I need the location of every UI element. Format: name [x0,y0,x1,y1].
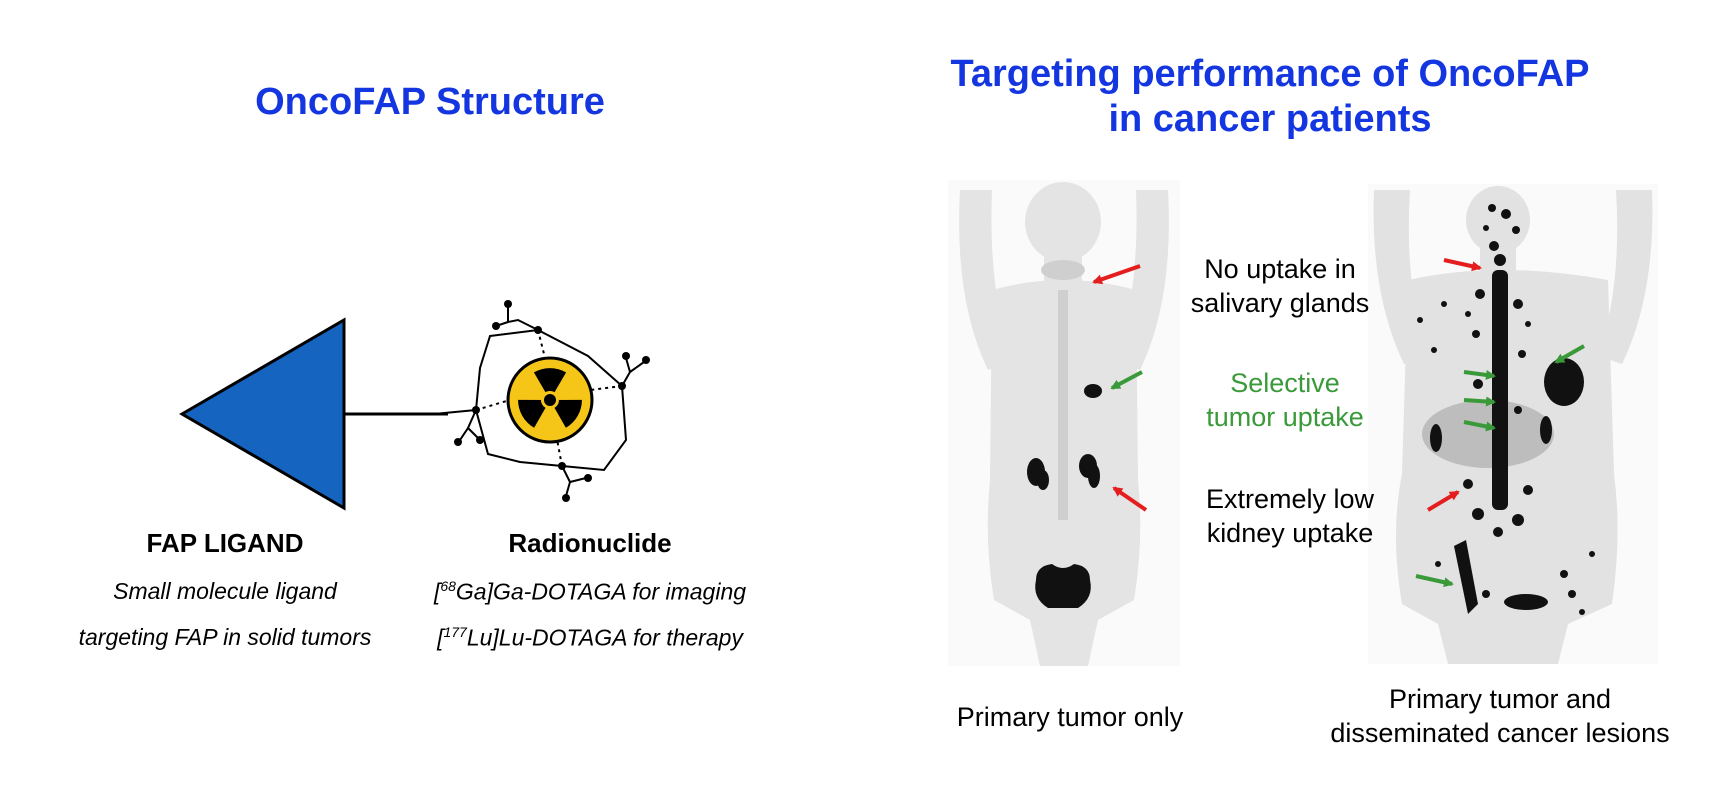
annotation-kidney-line1: Extremely low [1205,484,1375,514]
caption-disseminated: Primary tumor and disseminated cancer le… [1300,682,1700,750]
dotaga-chelator-ring [474,328,628,472]
green-arrow-tumor-4 [1463,396,1496,407]
targeting-title: Targeting performance of OncoFAP in canc… [900,52,1640,142]
red-arrow-kidney-2 [1426,490,1460,512]
red-arrow-kidney-1 [1112,486,1148,512]
caption-disseminated-line2: disseminated cancer lesions [1330,718,1670,748]
radionuclide-therapy-line: [177Lu]Lu-DOTAGA for therapy [437,624,743,651]
caption-primary-tumor: Primary tumor only [956,702,1184,732]
radionuclide-heading: Radionuclide [508,528,672,558]
radiation-icon [506,356,594,444]
ligand-desc-line1: Small molecule ligand [113,578,337,604]
pet-scan-primary-tumor [948,180,1180,666]
annotation-tumor-line2: tumor uptake [1206,402,1364,432]
targeting-title-line2: in cancer patients [1108,98,1432,140]
radionuclide-imaging-line: [68Ga]Ga-DOTAGA for imaging [433,578,747,605]
green-arrow-tumor-2 [1554,344,1585,364]
annotation-salivary-line2: salivary glands [1190,288,1370,318]
green-arrow-tumor-6 [1415,574,1454,588]
oncofap-structure-diagram [179,300,650,511]
annotation-salivary-line1: No uptake in [1204,254,1356,284]
red-arrow-salivary-1 [1092,264,1141,285]
annotation-tumor-line1: Selective [1230,368,1340,398]
annotation-kidney: Extremely low kidney uptake [1170,482,1410,550]
annotation-salivary: No uptake in salivary glands [1160,252,1400,320]
annotation-tumor: Selective tumor uptake [1170,366,1400,434]
structure-title: OncoFAP Structure [255,81,605,123]
green-arrow-tumor-5 [1463,420,1496,432]
green-arrow-tumor-1 [1110,370,1143,390]
ligand-desc-line2: targeting FAP in solid tumors [78,624,372,650]
pet-scan-disseminated-lesions [1368,184,1658,664]
caption-disseminated-line1: Primary tumor and [1388,684,1612,714]
green-arrow-tumor-3 [1463,369,1496,380]
fap-ligand-heading: FAP LIGAND [146,528,304,558]
targeting-title-line1: Targeting performance of OncoFAP [950,53,1590,95]
annotation-kidney-line2: kidney uptake [1206,518,1374,548]
red-arrow-salivary-2 [1443,258,1482,272]
